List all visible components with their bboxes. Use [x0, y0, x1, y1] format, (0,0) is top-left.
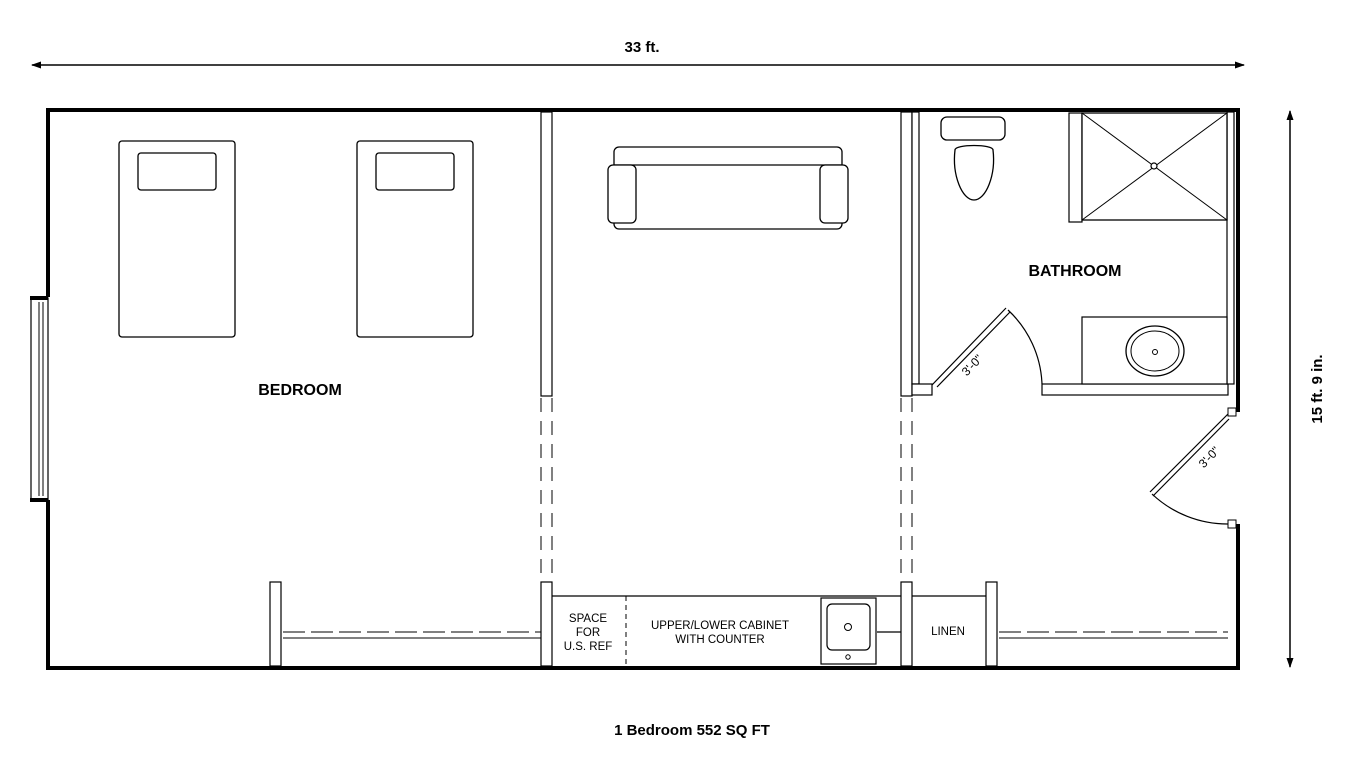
depth-dimension-label: 15 ft. 9 in. — [1309, 354, 1326, 423]
kitchenette: SPACE FOR U.S. REF UPPER/LOWER CABINET W… — [552, 595, 901, 666]
cabinet-label-line2: WITH COUNTER — [675, 634, 764, 646]
bathroom-door-label: 3'-0" — [959, 352, 986, 379]
exterior-walls — [30, 108, 1242, 670]
interior-walls — [540, 111, 1235, 667]
shower — [1068, 112, 1228, 223]
bedroom-label: BEDROOM — [258, 382, 342, 399]
sofa — [607, 146, 849, 230]
plan-caption: 1 Bedroom 552 SQ FT — [614, 722, 770, 739]
toilet-tank — [940, 116, 1006, 141]
width-dimension-label: 33 ft. — [624, 39, 659, 56]
sofa-armrest — [819, 164, 849, 224]
toilet-bowl — [953, 144, 995, 201]
ref-label-line2: FOR — [576, 627, 600, 639]
cabinet-label-line1: UPPER/LOWER CABINET — [651, 620, 789, 632]
vanity — [1081, 316, 1228, 385]
linen-label: LINEN — [931, 626, 965, 638]
sofa-armrest — [607, 164, 637, 224]
pillow — [375, 152, 455, 191]
toilet — [940, 116, 1006, 201]
bathroom-label: BATHROOM — [1028, 263, 1121, 280]
depth-dimension: 15 ft. 9 in. — [1286, 110, 1326, 668]
width-dimension: 33 ft. — [31, 39, 1245, 69]
bed-left — [118, 140, 236, 338]
shower-drain — [1150, 162, 1158, 170]
bottom-closets — [269, 581, 1228, 667]
linen-closet: LINEN — [912, 595, 986, 638]
bed-right — [356, 140, 474, 338]
bathroom-door: 3'-0" — [931, 307, 1043, 388]
pillow — [137, 152, 217, 191]
ref-label-line3: U.S. REF — [564, 641, 613, 653]
entry-door: 3'-0" — [1149, 413, 1230, 525]
ref-label-line1: SPACE — [569, 613, 607, 625]
